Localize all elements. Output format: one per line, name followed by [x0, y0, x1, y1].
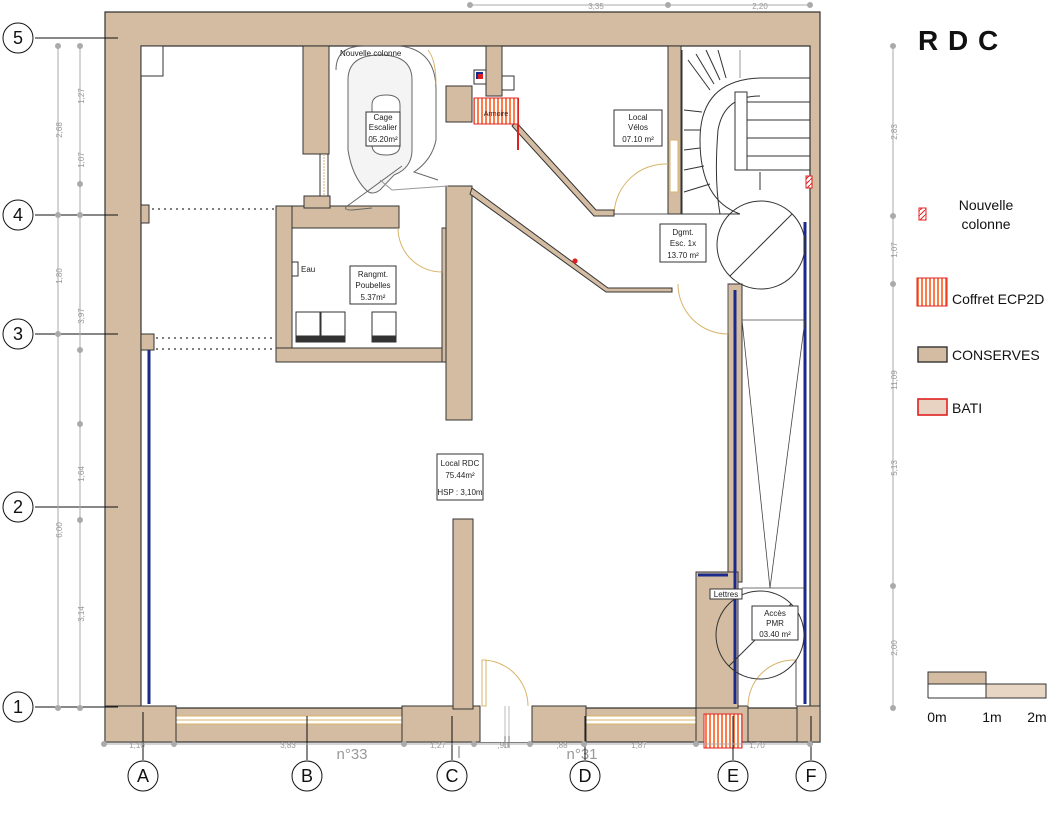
dim-left-inner-3: 3,97 — [77, 308, 86, 324]
scale-1m: 1m — [982, 709, 1001, 725]
legend-nouvelle-colonne-2: colonne — [961, 216, 1010, 232]
new-column-right — [805, 175, 813, 189]
label-cage-2: Escalier — [369, 123, 398, 132]
legend-swatch-coffret — [916, 277, 948, 307]
label-rdc-1: Local RDC — [441, 459, 480, 468]
dim-left-outer-2: 1,80 — [55, 268, 64, 284]
label-dgmt-2: Esc. 1x — [670, 239, 696, 248]
dim-right-1: 2,83 — [890, 124, 899, 140]
dim-right-5: 2,00 — [890, 640, 899, 656]
dim-bottom-3: 1,27 — [430, 741, 446, 750]
doors — [397, 49, 797, 707]
row-bubbles — [2, 22, 34, 723]
label-pmr-2: PMR — [766, 619, 784, 628]
dimension-texts: 3,35 2,20 1,10 3,83 1,27 ,90 ,88 1,87 1,… — [55, 2, 899, 750]
dim-left-inner-4: 1,64 — [77, 466, 86, 482]
meter-box — [501, 75, 515, 91]
dim-left-inner-1: 1,27 — [77, 88, 86, 104]
grid-row-3: 3 — [13, 324, 23, 344]
label-dgmt-3: 13.70 m² — [667, 251, 699, 260]
dim-bottom-1: 1,10 — [129, 741, 145, 750]
label-armoire: Armoire — [484, 111, 509, 118]
label-dgmt-1: Dgmt. — [672, 228, 693, 237]
grid-col-d: D — [579, 766, 592, 786]
grid-col-e: E — [727, 766, 739, 786]
label-n31: n°31 — [566, 746, 597, 763]
dim-left-inner-2: 1,07 — [77, 152, 86, 168]
label-cage-3: 05.20m² — [368, 135, 398, 144]
dim-right-2: 1,07 — [890, 242, 899, 258]
grid-col-a: A — [137, 766, 149, 786]
grid-col-f: F — [806, 766, 817, 786]
scale-2m: 2m — [1027, 709, 1046, 725]
dim-bottom-7: 1,70 — [749, 741, 765, 750]
grid-row-1: 1 — [13, 697, 23, 717]
dim-bottom-5: ,88 — [556, 741, 568, 750]
scale-0m: 0m — [927, 709, 946, 725]
label-rangmt-1: Rangmt. — [358, 270, 388, 279]
dim-right-4: 5,13 — [890, 460, 899, 476]
legend-bati: BATI — [952, 400, 982, 416]
poubelles-bins — [291, 261, 397, 343]
label-velos-1: Local — [628, 113, 647, 122]
label-pmr-3: 03.40 m² — [759, 630, 791, 639]
col-labels: A B C D E F — [137, 766, 817, 786]
dim-left-outer-1: 2,68 — [55, 122, 64, 138]
grid-row-4: 4 — [13, 205, 23, 225]
dim-right-3: 11,09 — [890, 370, 899, 390]
legend-swatch-bati — [917, 398, 948, 416]
grid-row-2: 2 — [13, 497, 23, 517]
dim-top-1: 3,35 — [588, 2, 604, 11]
legend-coffret: Coffret ECP2D — [952, 291, 1044, 307]
grid-axes — [35, 37, 812, 760]
label-velos-3: 07.10 m² — [622, 135, 654, 144]
dim-bottom-2: 3,83 — [280, 741, 296, 750]
dim-left-inner-5: 3,14 — [77, 606, 86, 622]
label-rangmt-3: 5.37m² — [361, 293, 386, 302]
spiral-stair — [681, 49, 810, 215]
room-labels: Nouvelle colonne Cage Escalier 05.20m² L… — [301, 49, 799, 763]
label-velos-2: Vélos — [628, 123, 648, 132]
label-eau: Eau — [301, 265, 315, 274]
label-rdc-3: HSP : 3,10m — [437, 488, 483, 497]
dotted-lines — [152, 208, 276, 350]
row-labels: 5 4 3 2 1 — [13, 28, 23, 717]
grid-col-b: B — [301, 766, 313, 786]
duct-box — [140, 45, 164, 77]
plan-title: R D C — [918, 25, 999, 56]
label-n33: n°33 — [336, 746, 367, 763]
legend-nouvelle-colonne-1: Nouvelle — [959, 197, 1014, 213]
label-lettres: Lettres — [714, 590, 738, 599]
label-cage-1: Cage — [373, 113, 393, 122]
grid-row-5: 5 — [13, 28, 23, 48]
entrance-mark-2 — [504, 706, 510, 748]
legend-conserves: CONSERVES — [952, 347, 1040, 363]
front-piers — [104, 705, 821, 743]
label-rdc-2: 75.44m² — [445, 471, 475, 480]
coffret-ecp2d — [703, 713, 743, 749]
grid-col-c: C — [446, 766, 459, 786]
label-nouvelle-colonne: Nouvelle colonne — [340, 49, 402, 58]
red-marker — [572, 258, 578, 264]
scale-bar — [927, 671, 1047, 699]
diagonal-ramps — [469, 121, 673, 293]
dimension-lines — [55, 2, 896, 747]
dim-top-2: 2,20 — [752, 2, 768, 11]
armoire-box — [473, 97, 519, 125]
legend-swatch-conserves — [917, 346, 948, 363]
blue-partitions — [147, 222, 807, 704]
dim-bottom-6: 1,87 — [631, 741, 647, 750]
dim-bottom-4: ,90 — [497, 741, 509, 750]
velos-door — [669, 139, 679, 193]
label-pmr-1: Accès — [764, 609, 786, 618]
col-bubbles — [127, 760, 827, 792]
legend-swatch-nouvelle-colonne — [918, 207, 927, 221]
dim-left-outer-3: 6,00 — [55, 522, 64, 538]
label-rangmt-2: Poubelles — [355, 281, 390, 290]
corridor-lines — [741, 319, 806, 589]
